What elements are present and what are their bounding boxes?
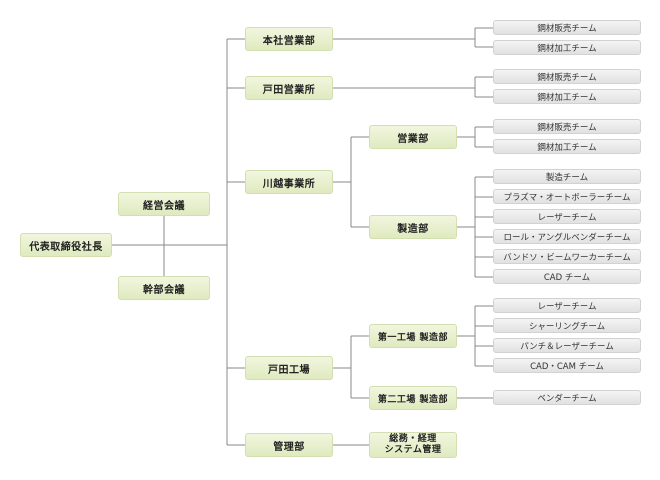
department-factory-2: 第二工場 製造部 — [369, 386, 457, 410]
team-box: CAD チーム — [493, 269, 641, 284]
department-manufacturing: 製造部 — [369, 215, 457, 239]
team-box: 鋼材加工チーム — [493, 40, 641, 55]
division-head-office-sales: 本社営業部 — [245, 27, 333, 51]
team-box: レーザーチーム — [493, 209, 641, 224]
division-toda-sales-office: 戸田営業所 — [245, 76, 333, 100]
team-box: レーザーチーム — [493, 298, 641, 313]
council-management: 経営会議 — [118, 192, 210, 216]
team-box: パンチ＆レーザーチーム — [493, 338, 641, 353]
team-box: CAD・CAM チーム — [493, 358, 641, 373]
team-box: ベンダーチーム — [493, 390, 641, 405]
team-box: 鋼材販売チーム — [493, 119, 641, 134]
council-executive: 幹部会議 — [118, 276, 210, 300]
division-administration: 管理部 — [245, 433, 333, 457]
division-kawagoe-office: 川越事業所 — [245, 170, 333, 194]
department-sales: 営業部 — [369, 125, 457, 149]
team-box: 鋼材加工チーム — [493, 89, 641, 104]
department-factory-1: 第一工場 製造部 — [369, 324, 457, 348]
team-box: プラズマ・オートボーラーチーム — [493, 189, 641, 204]
team-box: 鋼材販売チーム — [493, 69, 641, 84]
team-box: バンドソ・ビームワーカーチーム — [493, 249, 641, 264]
team-box: ロール・アングルベンダーチーム — [493, 229, 641, 244]
unit-general-affairs: 総務・経理システム管理 — [369, 432, 457, 458]
team-box: 鋼材加工チーム — [493, 139, 641, 154]
team-box: シャーリングチーム — [493, 318, 641, 333]
org-root: 代表取締役社長 — [20, 233, 112, 257]
team-box: 製造チーム — [493, 169, 641, 184]
division-toda-factory: 戸田工場 — [245, 356, 333, 380]
team-box: 鋼材販売チーム — [493, 20, 641, 35]
